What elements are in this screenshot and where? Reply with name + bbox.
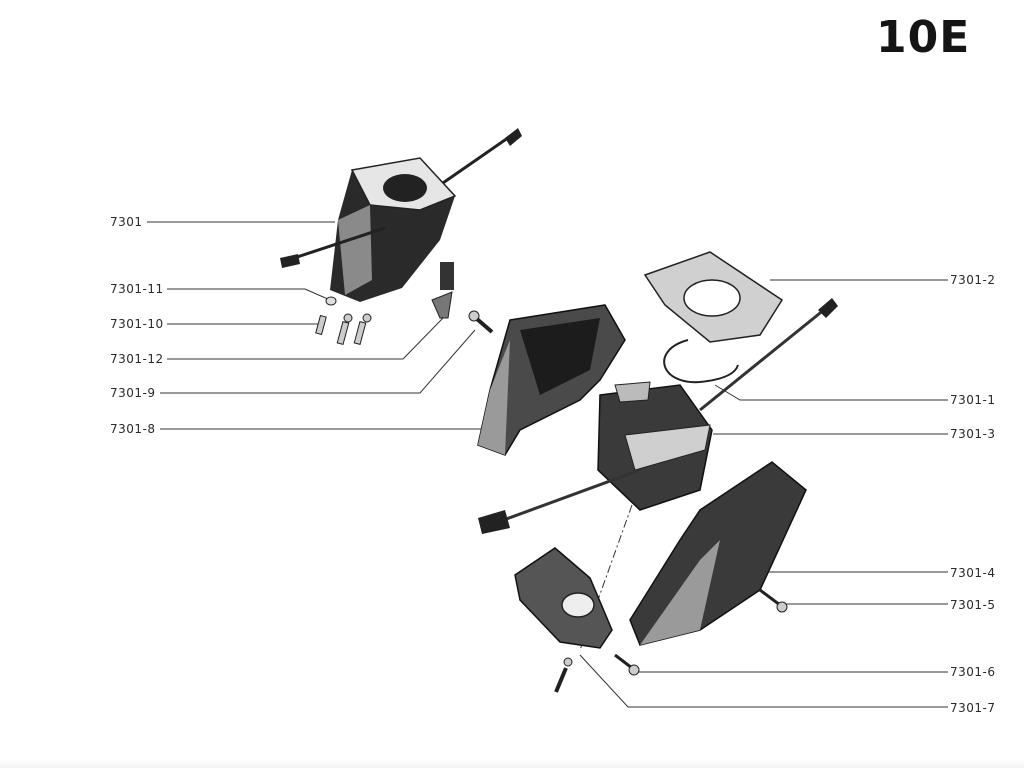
callout-7301-7: 7301-7 — [950, 701, 996, 715]
callout-7301: 7301 — [110, 215, 143, 229]
part-7301-3-switch-mechanism — [478, 298, 838, 534]
part-7301-5-screw — [759, 588, 788, 613]
leader-7301-12 — [167, 317, 444, 360]
callout-7301-12: 7301-12 — [110, 352, 164, 366]
leader-lines — [147, 221, 948, 708]
callout-7301-5: 7301-5 — [950, 598, 996, 612]
part-7301-7-bracket — [514, 547, 613, 649]
callout-7301-8: 7301-8 — [110, 422, 156, 436]
callout-7301-9: 7301-9 — [110, 386, 156, 400]
callout-7301-11: 7301-11 — [110, 282, 164, 296]
part-7301-9-screw — [468, 310, 494, 334]
leader-7301-7 — [579, 654, 948, 708]
part-7301-housing — [280, 128, 522, 302]
part-7301-10-screws — [315, 313, 372, 346]
callout-7301-6: 7301-6 — [950, 665, 996, 679]
part-7301-2-gasket — [643, 251, 784, 343]
part-7301-6-screw — [614, 653, 640, 676]
page-code: 10E — [876, 12, 971, 63]
part-bracket-screw — [554, 657, 573, 693]
callout-7301-2: 7301-2 — [950, 273, 996, 287]
callout-7301-3: 7301-3 — [950, 427, 996, 441]
callout-7301-10: 7301-10 — [110, 317, 164, 331]
callout-7301-1: 7301-1 — [950, 393, 996, 407]
leader-7301-11 — [167, 288, 331, 301]
leader-7301-1 — [714, 384, 948, 401]
part-7301-12-terminal — [431, 262, 454, 319]
part-7301-11-washer — [325, 296, 337, 306]
leader-7301-9 — [160, 329, 476, 394]
part-7301-8-shroud — [477, 304, 626, 456]
callout-7301-4: 7301-4 — [950, 566, 996, 580]
part-7301-1-spring — [663, 339, 739, 384]
part-7301-4-shroud — [629, 461, 807, 646]
scan-edge — [0, 760, 1024, 768]
